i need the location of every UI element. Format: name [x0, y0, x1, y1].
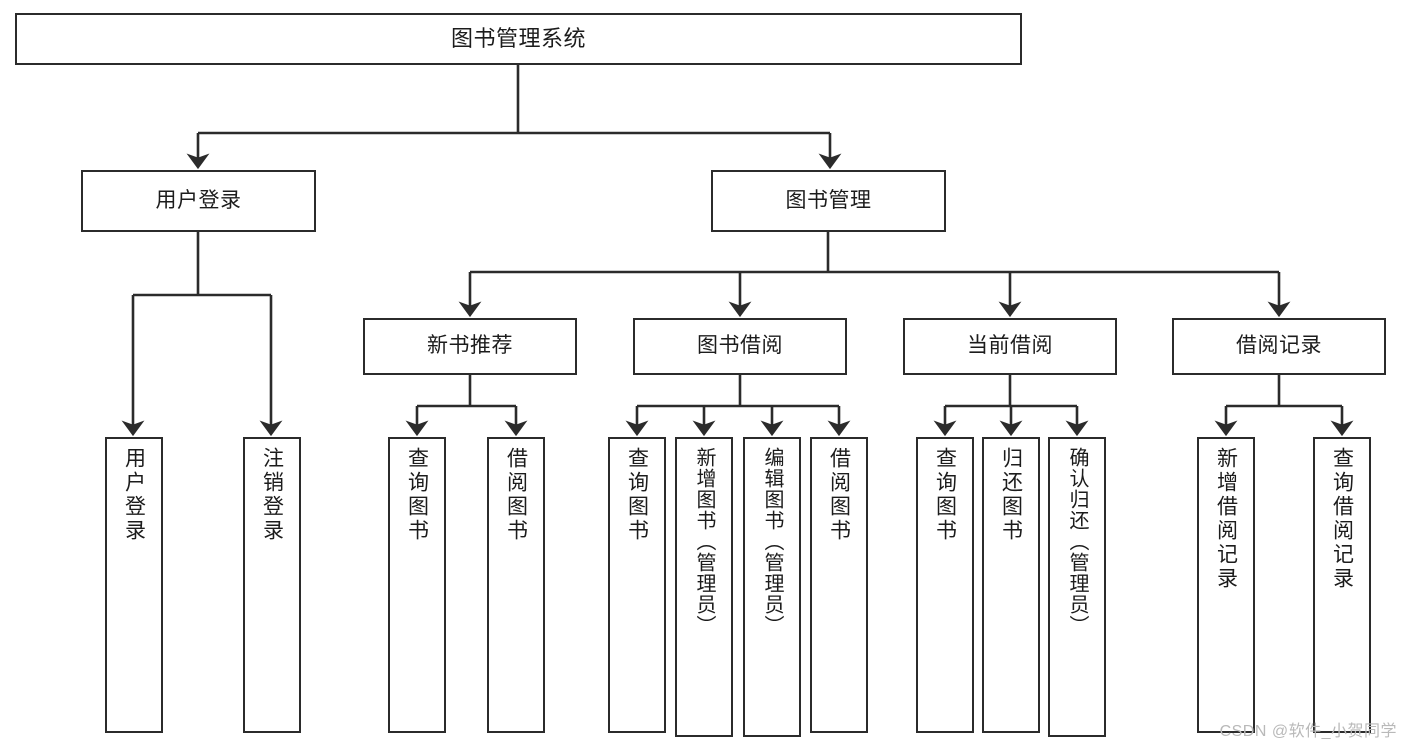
node-new-book-rec-label: 新书推荐: [427, 334, 513, 358]
node-leaf-query-record-label: 查询借阅记录: [1330, 447, 1354, 591]
node-leaf-user-login[interactable]: 用户登录: [105, 437, 163, 733]
node-leaf-borrow-book-1-label: 借阅图书: [504, 447, 528, 543]
node-borrow-record-label: 借阅记录: [1236, 334, 1322, 358]
node-leaf-borrow-book-2[interactable]: 借阅图书: [810, 437, 868, 733]
node-new-book-rec[interactable]: 新书推荐: [363, 318, 577, 375]
node-leaf-borrow-book-1[interactable]: 借阅图书: [487, 437, 545, 733]
node-root-label: 图书管理系统: [450, 26, 586, 52]
node-book-mgmt-label: 图书管理: [785, 188, 872, 212]
node-leaf-query-book-2-label: 查询图书: [625, 447, 649, 543]
node-leaf-return-book[interactable]: 归还图书: [982, 437, 1040, 733]
node-current-borrow-label: 当前借阅: [967, 334, 1053, 358]
node-leaf-user-login-label: 用户登录: [122, 447, 146, 543]
node-leaf-borrow-book-2-label: 借阅图书: [827, 447, 851, 543]
node-leaf-logout[interactable]: 注销登录: [243, 437, 301, 733]
watermark: CSDN @软件_小贺同学: [1219, 723, 1397, 740]
node-leaf-query-book-1-label: 查询图书: [405, 447, 429, 543]
node-leaf-add-book-label: 新增图书（管理员）: [693, 447, 715, 636]
node-current-borrow[interactable]: 当前借阅: [903, 318, 1117, 375]
node-user-login-label: 用户登录: [155, 188, 242, 212]
node-leaf-logout-label: 注销登录: [260, 447, 284, 543]
node-book-mgmt[interactable]: 图书管理: [711, 170, 946, 232]
node-leaf-query-record[interactable]: 查询借阅记录: [1313, 437, 1371, 733]
node-leaf-confirm-return[interactable]: 确认归还（管理员）: [1048, 437, 1106, 737]
node-leaf-query-book-1[interactable]: 查询图书: [388, 437, 446, 733]
node-leaf-query-book-3[interactable]: 查询图书: [916, 437, 974, 733]
node-leaf-edit-book-label: 编辑图书（管理员）: [761, 447, 783, 636]
node-leaf-add-book[interactable]: 新增图书（管理员）: [675, 437, 733, 737]
node-leaf-return-book-label: 归还图书: [999, 447, 1023, 543]
node-leaf-edit-book[interactable]: 编辑图书（管理员）: [743, 437, 801, 737]
node-book-borrow[interactable]: 图书借阅: [633, 318, 847, 375]
node-leaf-query-book-3-label: 查询图书: [933, 447, 957, 543]
node-book-borrow-label: 图书借阅: [697, 334, 783, 358]
node-root[interactable]: 图书管理系统: [15, 13, 1022, 65]
node-leaf-query-book-2[interactable]: 查询图书: [608, 437, 666, 733]
node-borrow-record[interactable]: 借阅记录: [1172, 318, 1386, 375]
node-leaf-add-record[interactable]: 新增借阅记录: [1197, 437, 1255, 733]
node-leaf-add-record-label: 新增借阅记录: [1214, 447, 1238, 591]
node-user-login[interactable]: 用户登录: [81, 170, 316, 232]
node-leaf-confirm-return-label: 确认归还（管理员）: [1066, 447, 1088, 636]
